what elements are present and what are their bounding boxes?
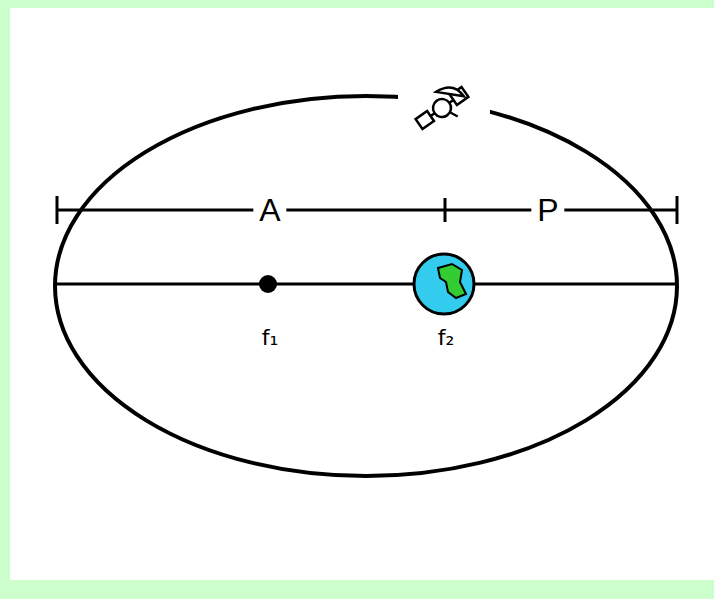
focus-label: f₁ bbox=[256, 326, 285, 350]
dimension-tick bbox=[676, 196, 679, 224]
panel bbox=[10, 8, 714, 580]
focus-dot bbox=[259, 275, 277, 293]
focus-label: f₂ bbox=[432, 326, 461, 350]
earth bbox=[414, 254, 474, 314]
dimension-label: P bbox=[531, 193, 564, 228]
dimension-tick bbox=[444, 198, 447, 222]
dimension-label: A bbox=[253, 193, 286, 228]
dimension-line bbox=[57, 209, 677, 212]
dimension-tick bbox=[56, 196, 59, 224]
satellite-icon bbox=[407, 74, 475, 137]
orbit-ellipse bbox=[55, 96, 677, 476]
major-axis bbox=[55, 283, 677, 286]
